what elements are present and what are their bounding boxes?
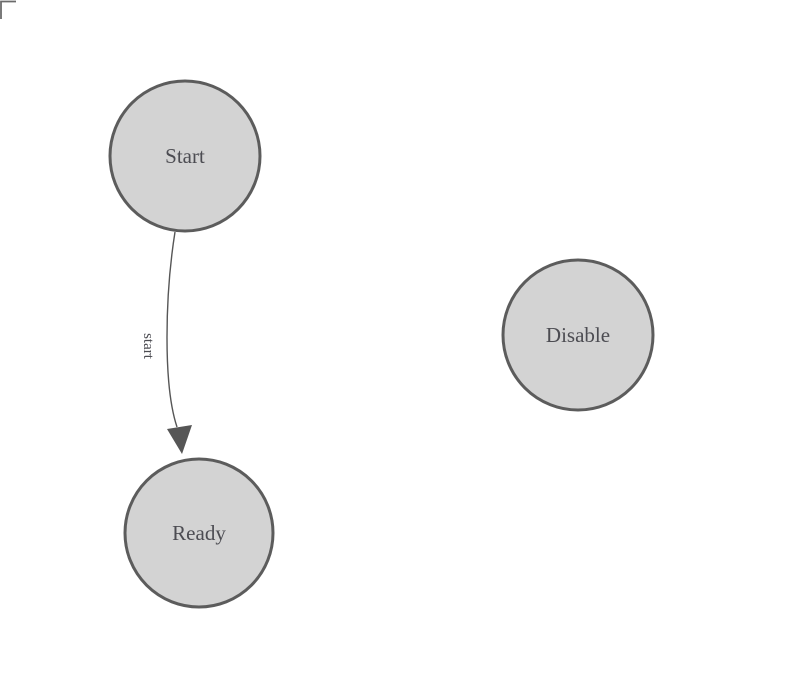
page-origin-corner-icon [0, 0, 16, 19]
edge-label[interactable]: start [140, 333, 156, 360]
edge-start-to-ready[interactable]: start [140, 231, 192, 454]
node-disable-circle[interactable] [501, 258, 655, 412]
node-disable[interactable]: Disable [501, 258, 655, 412]
node-ready[interactable]: Ready [123, 457, 275, 609]
node-start-circle[interactable] [108, 79, 262, 233]
edge-path[interactable] [166, 231, 178, 428]
node-start[interactable]: Start [108, 79, 262, 233]
node-ready-label: Ready [172, 521, 226, 545]
node-disable-label: Disable [546, 323, 610, 347]
node-start-label: Start [165, 144, 205, 168]
edge-arrowhead [167, 425, 192, 454]
node-ready-circle[interactable] [123, 457, 275, 609]
